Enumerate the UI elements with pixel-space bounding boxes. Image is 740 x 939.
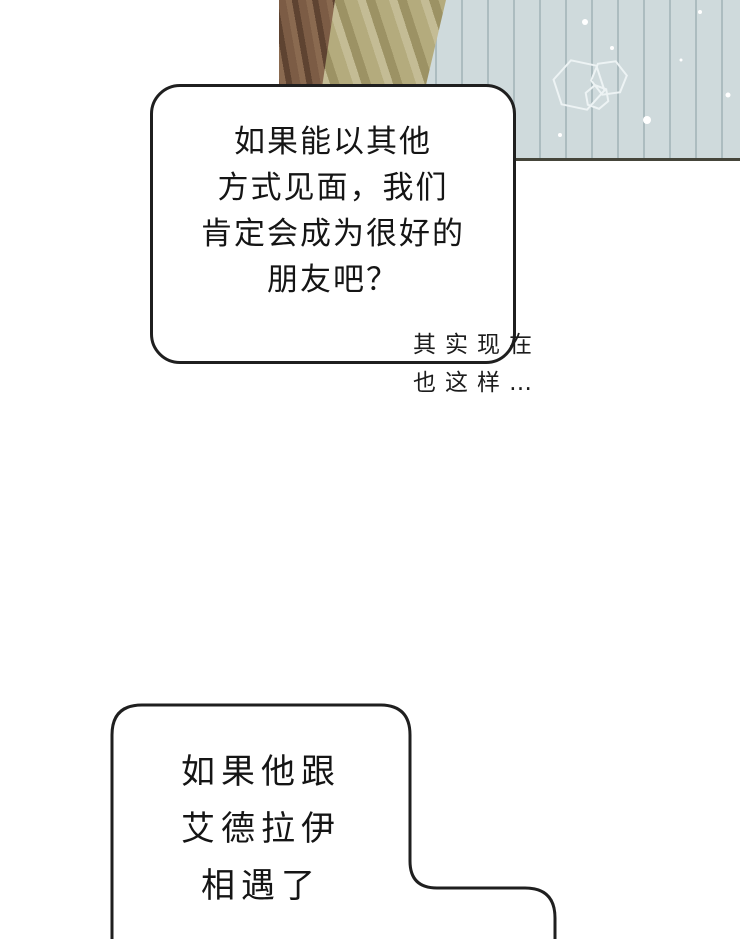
speech-line: 如果他跟 bbox=[181, 752, 341, 792]
sparkle-dots bbox=[558, 10, 731, 137]
thought-text: 其实现在 也这样… bbox=[413, 326, 541, 402]
thought-line: 其实现在 bbox=[413, 332, 541, 358]
speech-line: 相遇了 bbox=[201, 866, 321, 906]
speech-bubble-bottom-shape bbox=[110, 703, 557, 939]
speech-line: 如果能以其他 bbox=[234, 124, 432, 160]
speech-line: 肯定会成为很好的 bbox=[201, 216, 465, 252]
thought-line: 也这样… bbox=[413, 370, 541, 396]
panel-decorations bbox=[552, 10, 731, 137]
speech-line: 艾德拉伊 bbox=[181, 809, 341, 849]
speech-bubble-bottom: 如果他跟 艾德拉伊 相遇了 bbox=[112, 744, 410, 915]
speech-bubble-top: 如果能以其他 方式见面，我们 肯定会成为很好的 朋友吧？ bbox=[150, 84, 516, 364]
hexagon-decoration bbox=[552, 59, 628, 111]
speech-line: 方式见面，我们 bbox=[217, 170, 449, 206]
speech-line: 朋友吧？ bbox=[267, 262, 399, 298]
